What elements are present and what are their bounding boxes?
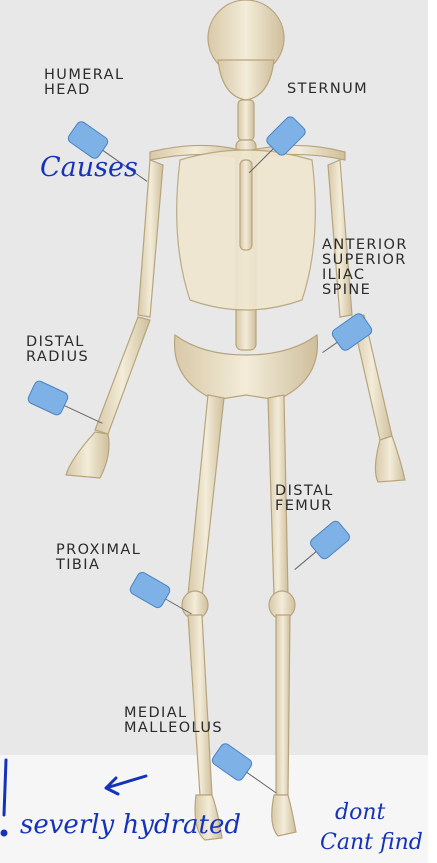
handwritten-note-line3: Cant find <box>320 830 423 855</box>
handwritten-note-line2: dont <box>335 800 385 825</box>
cervical-spine <box>238 100 254 140</box>
left-humerus <box>138 160 163 317</box>
exclamation-mark <box>4 760 6 815</box>
handwritten-note-line1: severly hydrated <box>20 810 241 840</box>
right-tibia <box>276 615 290 795</box>
intraosseous-needle-icon <box>27 380 108 435</box>
label-distal-radius: DISTAL RADIUS <box>26 335 89 365</box>
handwritten-causes: Causes <box>40 152 138 183</box>
label-distal-femur: DISTAL FEMUR <box>275 484 334 514</box>
label-humeral-head: HUMERAL HEAD <box>44 68 124 98</box>
intraosseous-needle-icon <box>287 519 351 579</box>
label-sternum: STERNUM <box>287 82 368 97</box>
jaw <box>218 60 274 100</box>
label-medial-malleolus: MEDIAL MALLEOLUS <box>124 706 223 736</box>
sternum-bone <box>240 160 252 250</box>
left-forearm <box>95 317 150 434</box>
right-hand <box>375 436 405 482</box>
label-anterior-superior-iliac-spine: ANTERIOR SUPERIOR ILIAC SPINE <box>322 238 408 298</box>
label-proximal-tibia: PROXIMAL TIBIA <box>56 543 141 573</box>
left-hand <box>66 432 109 478</box>
left-femur <box>188 395 224 597</box>
